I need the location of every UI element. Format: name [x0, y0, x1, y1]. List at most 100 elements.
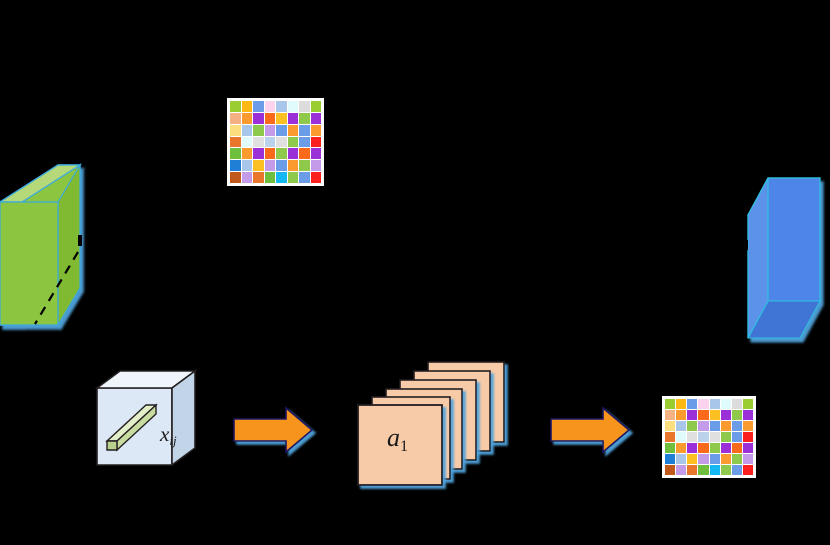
feature-map-front — [357, 404, 443, 486]
matrix-cell — [276, 148, 287, 160]
matrix-cell — [276, 101, 287, 112]
output-colour-matrix — [662, 396, 756, 478]
matrix-cell — [698, 432, 709, 442]
matrix-cell — [742, 421, 753, 431]
matrix-cell — [720, 454, 731, 464]
matrix-cell — [253, 136, 264, 148]
feature-stack-base: a — [387, 423, 400, 452]
matrix-cell — [687, 410, 698, 420]
matrix-cell — [253, 160, 264, 172]
matrix-cell — [665, 432, 676, 442]
matrix-cell — [253, 148, 264, 160]
matrix-cell — [665, 443, 676, 453]
matrix-cell — [299, 101, 310, 112]
matrix-cell — [687, 454, 698, 464]
matrix-cell — [241, 112, 252, 124]
matrix-cell — [676, 465, 687, 475]
matrix-cell — [687, 421, 698, 431]
matrix-cell — [264, 101, 275, 112]
matrix-cell — [287, 112, 298, 124]
matrix-cell — [709, 399, 720, 409]
matrix-cell — [665, 399, 676, 409]
matrix-cell — [276, 124, 287, 136]
matrix-cell — [264, 160, 275, 172]
matrix-cell — [264, 136, 275, 148]
top-colour-matrix — [227, 98, 324, 186]
matrix-cell — [230, 112, 241, 124]
matrix-cell — [230, 124, 241, 136]
matrix-cell — [299, 160, 310, 172]
matrix-cell — [676, 421, 687, 431]
matrix-cell — [253, 112, 264, 124]
cube-vector-label: xij — [160, 422, 177, 448]
matrix-cell — [731, 410, 742, 420]
matrix-cell — [676, 432, 687, 442]
matrix-cell — [230, 172, 241, 183]
matrix-cell — [299, 148, 310, 160]
matrix-cell — [698, 399, 709, 409]
matrix-cell — [287, 148, 298, 160]
matrix-cell — [742, 432, 753, 442]
matrix-cell — [241, 172, 252, 183]
matrix-cell — [731, 432, 742, 442]
matrix-cell — [310, 101, 321, 112]
green-slab-dashed-line — [34, 235, 82, 325]
matrix-cell — [310, 112, 321, 124]
matrix-cell — [687, 465, 698, 475]
matrix-cell — [276, 172, 287, 183]
feature-stack-label: a1 — [387, 425, 408, 455]
arrow-2 — [550, 406, 631, 454]
matrix-cell — [264, 172, 275, 183]
matrix-cell — [665, 410, 676, 420]
matrix-cell — [676, 454, 687, 464]
matrix-cell — [276, 160, 287, 172]
matrix-cell — [709, 465, 720, 475]
matrix-cell — [698, 421, 709, 431]
matrix-cell — [676, 399, 687, 409]
matrix-cell — [709, 421, 720, 431]
matrix-cell — [287, 160, 298, 172]
matrix-cell — [287, 172, 298, 183]
matrix-cell — [742, 443, 753, 453]
matrix-cell — [720, 465, 731, 475]
matrix-cell — [687, 399, 698, 409]
matrix-cell — [230, 160, 241, 172]
matrix-cell — [731, 465, 742, 475]
matrix-cell — [299, 124, 310, 136]
matrix-cell — [742, 399, 753, 409]
matrix-cell — [742, 465, 753, 475]
matrix-cell — [310, 172, 321, 183]
matrix-cell — [665, 454, 676, 464]
matrix-cell — [720, 410, 731, 420]
matrix-cell — [742, 454, 753, 464]
matrix-cell — [264, 124, 275, 136]
stacked-feature-maps — [357, 361, 505, 486]
matrix-cell — [731, 399, 742, 409]
matrix-cell — [720, 443, 731, 453]
blue-output-slab — [746, 177, 822, 339]
matrix-cell — [687, 443, 698, 453]
matrix-cell — [731, 454, 742, 464]
matrix-cell — [264, 112, 275, 124]
matrix-cell — [731, 421, 742, 431]
matrix-cell — [709, 432, 720, 442]
matrix-cell — [241, 101, 252, 112]
matrix-cell — [720, 399, 731, 409]
matrix-cell — [287, 124, 298, 136]
matrix-cell — [310, 124, 321, 136]
matrix-cell — [731, 443, 742, 453]
matrix-cell — [253, 124, 264, 136]
matrix-cell — [742, 410, 753, 420]
matrix-cell — [241, 124, 252, 136]
matrix-cell — [698, 410, 709, 420]
cube-vector-base: x — [160, 422, 170, 446]
matrix-cell — [230, 148, 241, 160]
matrix-cell — [241, 148, 252, 160]
matrix-cell — [230, 136, 241, 148]
matrix-cell — [698, 454, 709, 464]
matrix-cell — [276, 136, 287, 148]
matrix-cell — [698, 443, 709, 453]
matrix-cell — [299, 136, 310, 148]
matrix-cell — [676, 410, 687, 420]
